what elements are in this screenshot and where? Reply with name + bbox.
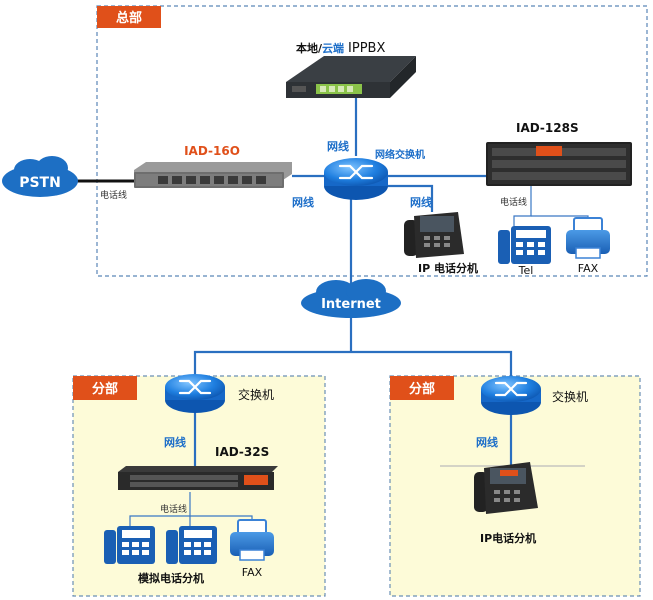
branch-right-ip-phone-label: IP电话分机	[480, 531, 536, 545]
hq-ip-phone-icon	[404, 212, 464, 258]
iad16-device	[134, 162, 292, 188]
branch-left-switch-label: 交换机	[238, 387, 274, 402]
analog-phone-label: 模拟电话分机	[138, 571, 204, 585]
branch-left-fax-label: FAX	[242, 566, 263, 579]
pbx-label: 本地/云端 IPPBX	[296, 41, 385, 56]
analog-phone-1-icon	[104, 526, 155, 564]
line-iad32-phone1	[129, 492, 191, 528]
hq-switch-icon	[324, 158, 388, 200]
pstn-phone-line-label: 电话线	[100, 189, 127, 201]
iad128-label: IAD-128S	[516, 121, 579, 135]
tel-icon	[498, 226, 551, 264]
iad128-device	[486, 142, 632, 186]
pbx-cloud-text: 云端	[322, 41, 344, 55]
ippbx-device	[286, 56, 416, 98]
pbx-local-text: 本地/	[296, 41, 323, 55]
line-switch-ipphone	[386, 184, 434, 212]
internet-label: Internet	[321, 297, 381, 312]
net-line-top-label: 网线	[327, 139, 349, 153]
branch-right-badge-text: 分部	[409, 381, 435, 397]
analog-phone-2-icon	[166, 526, 217, 564]
branch-left-badge: 分部	[73, 376, 137, 400]
branch-left-switch-icon	[165, 374, 225, 413]
branch-right-net-line-label: 网线	[476, 435, 498, 449]
hq-badge: 总部	[97, 6, 161, 28]
net-line-left-label: 网线	[292, 195, 314, 209]
branch-right-badge: 分部	[390, 376, 454, 400]
net-line-ipphone-label: 网线	[410, 195, 432, 209]
branch-left-fax-icon	[230, 519, 274, 561]
branch-right-switch-icon	[481, 376, 541, 415]
net-switch-label: 网络交换机	[375, 148, 425, 161]
pstn-label: PSTN	[19, 175, 61, 191]
line-iad128-tel	[513, 186, 532, 226]
iad32-device	[118, 466, 278, 490]
iad32-label: IAD-32S	[215, 445, 269, 459]
line-internet-branches	[193, 350, 513, 376]
internet-cloud: Internet	[301, 279, 401, 318]
hq-badge-text: 总部	[116, 10, 142, 26]
pstn-cloud: PSTN	[2, 156, 78, 197]
hq-region	[96, 5, 648, 277]
branch-left-net-line-label: 网线	[164, 435, 186, 449]
branch-left-phone-line-label: 电话线	[160, 503, 187, 515]
tel-label: Tel	[518, 264, 534, 277]
iad128-phone-line-label: 电话线	[500, 196, 527, 208]
hq-fax-icon	[566, 217, 610, 259]
iad16-label: IAD-16O	[184, 144, 240, 158]
pbx-name-text: IPPBX	[348, 41, 385, 56]
branch-left-badge-text: 分部	[92, 381, 118, 397]
network-lines	[193, 98, 513, 468]
branch-right-switch-label: 交换机	[552, 389, 588, 404]
branch-right-ip-phone-icon	[474, 462, 538, 514]
hq-ip-phone-label: IP 电话分机	[418, 261, 478, 275]
hq-fax-label: FAX	[578, 262, 599, 275]
